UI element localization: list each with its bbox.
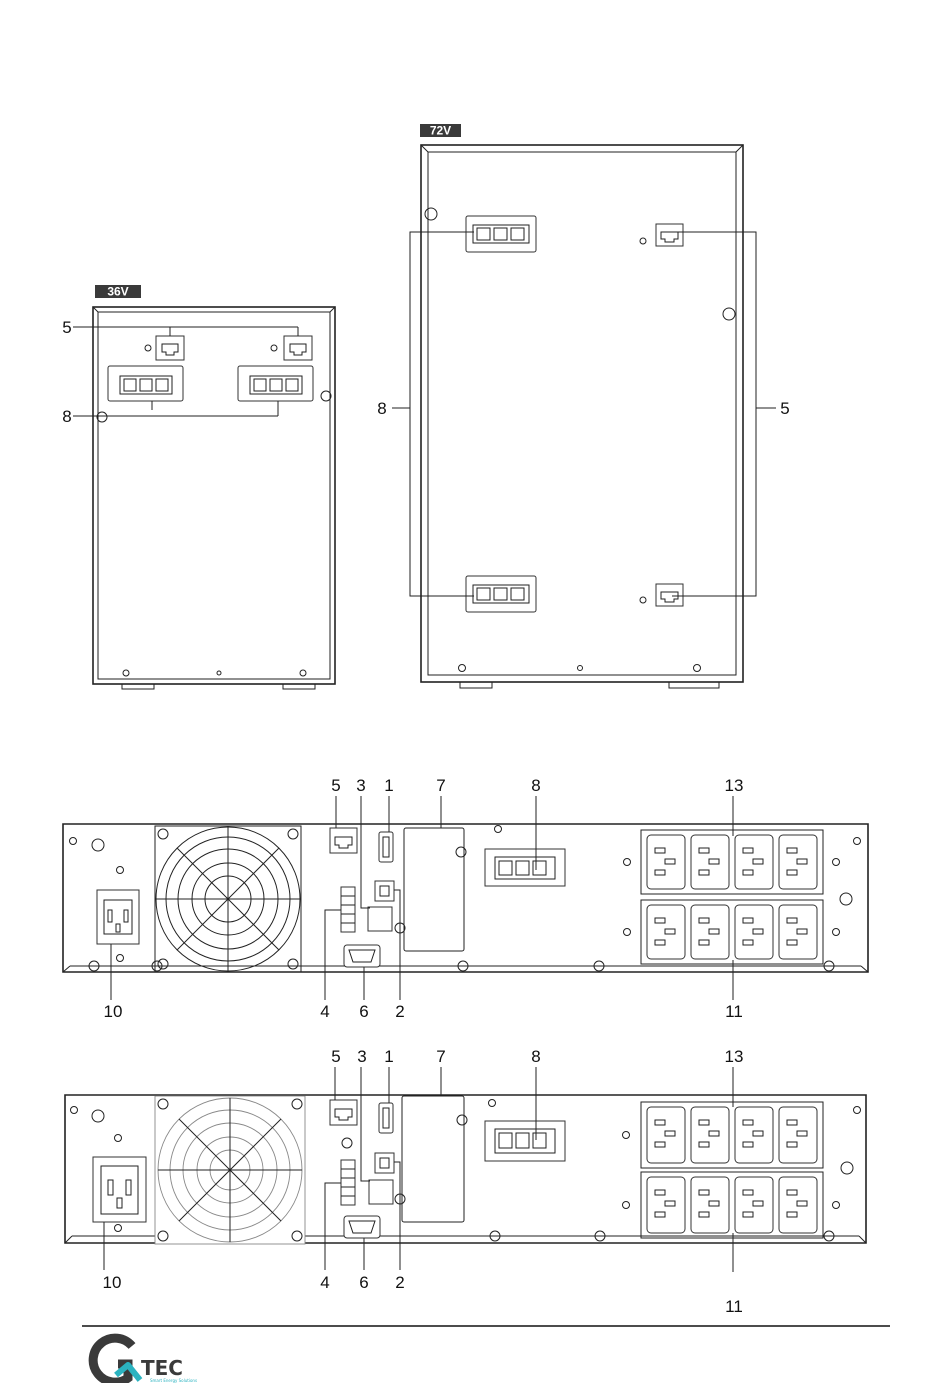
led-icon bbox=[271, 345, 277, 351]
expansion-slot bbox=[404, 828, 464, 951]
foot bbox=[669, 682, 719, 688]
callout-rack1-11: 11 bbox=[725, 1002, 743, 1021]
rack-ups-rear-panel-2: 5 3 1 7 8 13 10 4 6 2 11 bbox=[65, 1047, 866, 1316]
battery-cabinet-36v: 36V 5 8 bbox=[62, 285, 335, 690]
ground-screw-icon bbox=[841, 1162, 853, 1174]
callout-rack1-10: 10 bbox=[104, 1002, 123, 1021]
callout-rack1-2: 2 bbox=[395, 1002, 404, 1021]
outlet-row-13 bbox=[647, 1107, 817, 1163]
rj45-port-icon bbox=[330, 1100, 357, 1125]
callout-rack2-10: 10 bbox=[103, 1273, 122, 1292]
callout-rack2-8: 8 bbox=[531, 1047, 540, 1066]
callout-rack1-4: 4 bbox=[320, 1002, 329, 1021]
ac-outlet-icon bbox=[691, 835, 729, 889]
ac-outlet-icon bbox=[779, 905, 817, 959]
callout-rack2-1: 1 bbox=[384, 1047, 393, 1066]
cooling-fan-icon bbox=[155, 826, 301, 972]
rj45-port-icon bbox=[656, 224, 683, 246]
callout-rack1-13: 13 bbox=[725, 776, 744, 795]
ground-screw-icon bbox=[840, 893, 852, 905]
rs232-port-icon bbox=[344, 1216, 380, 1238]
callout-rack1-8: 8 bbox=[531, 776, 540, 795]
callout-rack1-1: 1 bbox=[384, 776, 393, 795]
battery-connector-icon bbox=[485, 1121, 565, 1161]
ac-outlet-icon bbox=[691, 1177, 729, 1233]
callout-rack2-3: 3 bbox=[357, 1047, 366, 1066]
screw-icon bbox=[300, 670, 306, 676]
callout-36v-connector: 8 bbox=[62, 407, 71, 426]
cooling-fan-icon bbox=[155, 1096, 305, 1244]
screw-icon bbox=[578, 666, 583, 671]
network-port-icon bbox=[368, 907, 392, 931]
ground-screw-icon bbox=[92, 1110, 104, 1122]
ground-screw-icon bbox=[425, 208, 437, 220]
foot bbox=[460, 682, 492, 688]
callout-72v-port: 5 bbox=[780, 399, 789, 418]
callout-rack1-3: 3 bbox=[356, 776, 365, 795]
ac-outlet-icon bbox=[647, 905, 685, 959]
led-icon bbox=[640, 238, 646, 244]
callout-rack2-5: 5 bbox=[331, 1047, 340, 1066]
ground-screw-icon bbox=[92, 839, 104, 851]
callout-rack2-6: 6 bbox=[359, 1273, 368, 1292]
usb-b-port-icon bbox=[375, 1153, 394, 1173]
logo-tagline: Smart Energy Solutions bbox=[150, 1378, 197, 1383]
rj45-port-icon bbox=[156, 336, 184, 360]
callout-rack1-7: 7 bbox=[436, 776, 445, 795]
usb-b-port-icon bbox=[375, 881, 394, 901]
ac-outlet-icon bbox=[779, 1107, 817, 1163]
rj45-port-icon bbox=[330, 828, 357, 853]
ac-outlet-icon bbox=[735, 1107, 773, 1163]
rj45-port-icon bbox=[284, 336, 312, 360]
callout-rack1-5: 5 bbox=[331, 776, 340, 795]
ac-outlet-icon bbox=[647, 1107, 685, 1163]
callout-rack2-2: 2 bbox=[395, 1273, 404, 1292]
callout-72v-connector: 8 bbox=[377, 399, 386, 418]
ac-input-socket-icon bbox=[97, 890, 139, 944]
voltage-tag-36v: 36V bbox=[107, 285, 128, 299]
led-icon bbox=[640, 597, 646, 603]
screw-icon bbox=[459, 665, 466, 672]
network-port-icon bbox=[369, 1180, 393, 1204]
callout-rack2-11: 11 bbox=[725, 1297, 743, 1316]
screw-icon bbox=[123, 670, 129, 676]
ac-outlet-icon bbox=[735, 1177, 773, 1233]
callout-rack2-4: 4 bbox=[320, 1273, 329, 1292]
led-icon bbox=[145, 345, 151, 351]
expansion-slot bbox=[402, 1096, 464, 1222]
rack-ups-rear-panel-1: 5 3 1 7 8 13 10 4 6 2 11 bbox=[63, 776, 868, 1021]
ac-outlet-icon bbox=[779, 835, 817, 889]
voltage-tag-72v: 72V bbox=[430, 124, 451, 138]
rj45-port-icon bbox=[656, 584, 683, 606]
logo-wordmark: TEC bbox=[141, 1356, 183, 1380]
ground-screw-icon bbox=[723, 308, 735, 320]
ac-outlet-icon bbox=[691, 905, 729, 959]
screw-icon bbox=[217, 671, 221, 675]
ac-outlet-icon bbox=[779, 1177, 817, 1233]
dry-contact-terminal-icon bbox=[341, 1160, 355, 1205]
callout-rack1-6: 6 bbox=[359, 1002, 368, 1021]
ac-outlet-icon bbox=[735, 835, 773, 889]
ac-outlet-icon bbox=[647, 835, 685, 889]
battery-cabinet-72v: 72V 8 5 bbox=[377, 124, 789, 689]
callout-36v-port: 5 bbox=[62, 318, 71, 337]
cabinet-36v-body bbox=[93, 307, 335, 684]
callout-rack2-13: 13 bbox=[725, 1047, 744, 1066]
dry-contact-terminal-icon bbox=[341, 887, 355, 932]
outlet-row-13 bbox=[647, 835, 817, 889]
outlet-row-11 bbox=[647, 905, 817, 959]
screw-icon bbox=[694, 665, 701, 672]
outlet-row-11 bbox=[647, 1177, 817, 1233]
company-logo: TEC Smart Energy Solutions bbox=[93, 1338, 197, 1383]
callout-rack2-7: 7 bbox=[436, 1047, 445, 1066]
battery-connector-icon bbox=[485, 849, 565, 886]
ac-outlet-icon bbox=[647, 1177, 685, 1233]
ac-outlet-icon bbox=[691, 1107, 729, 1163]
rs232-port-icon bbox=[344, 945, 380, 967]
ac-outlet-icon bbox=[735, 905, 773, 959]
